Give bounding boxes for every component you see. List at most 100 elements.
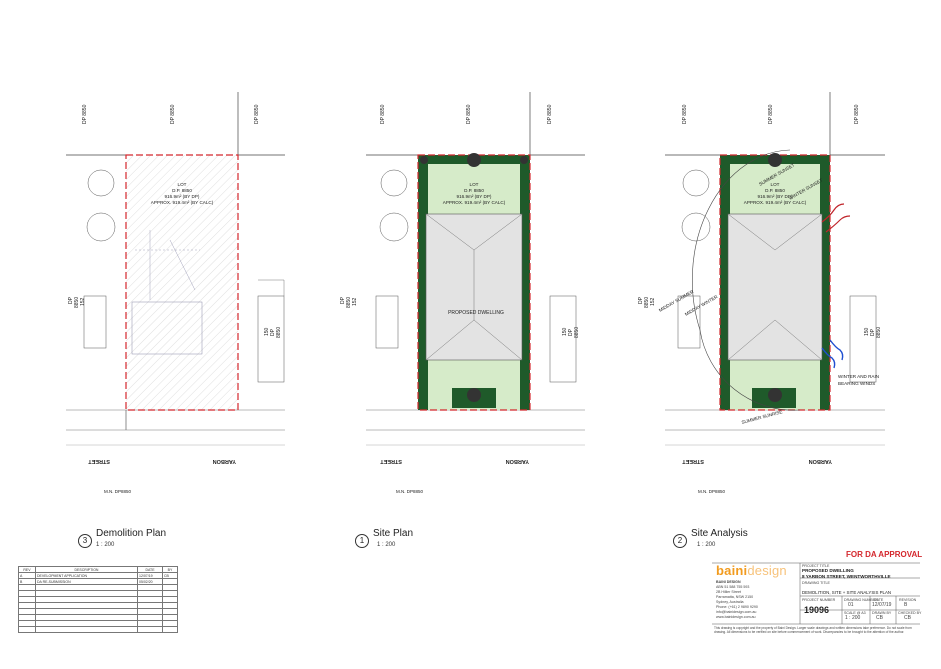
view-scale: 1 : 200 — [377, 542, 396, 548]
project-number: 19096 — [804, 605, 830, 615]
view-number: 1 — [355, 534, 369, 548]
view-title: Site Analysis — [691, 528, 748, 539]
view-number: 2 — [673, 534, 687, 548]
phone: Phone: (+61) 2 9890 9290 — [716, 605, 758, 609]
company-abn: ABN 51 588 755 593 — [716, 585, 750, 589]
lot-area-dp: 916.9m² (BY DP) — [165, 194, 200, 199]
lot-dp: D.P. 8850 — [464, 188, 484, 193]
street-label: STREET — [682, 458, 704, 464]
yarbon-label: YARBON — [213, 458, 236, 464]
checked-by-label: CHECKED BY — [898, 611, 922, 615]
logo-text-a: baini — [716, 563, 748, 578]
date-value: 12/07/19 — [872, 602, 892, 608]
top-dp-label: DP 8850 — [82, 104, 88, 124]
side-dp-label: DP — [340, 296, 346, 304]
top-dp-label: DP 8850 — [854, 104, 860, 124]
project-address: 8 YARBON STREET, WENTWORTHVILLE — [802, 573, 891, 579]
mn-label: M.N. DP8850 — [104, 489, 132, 494]
lot-area-calc: APPROX. 919.4m² (BY CALC) — [744, 200, 807, 205]
company-name: BAINI DESIGN — [716, 580, 741, 584]
side-dp-lot: 150 — [264, 327, 270, 336]
side-dp-label: DP — [270, 328, 276, 336]
checked-by-value: CB — [904, 615, 911, 621]
yarbon-label: YARBON — [809, 458, 832, 464]
site-plan — [366, 92, 585, 446]
street-label: STREET — [380, 458, 402, 464]
lot-area-calc: APPROX. 919.4m² (BY CALC) — [151, 200, 214, 205]
drawing-title: DEMOLITION, SITE + SITE ANALYSIS PLAN — [802, 590, 892, 595]
drawing-number-label: DRAWING NUMBER — [844, 598, 878, 602]
copyright-notice: This drawing is copyright and the proper… — [714, 626, 912, 634]
address-line: Sydney, Australia — [716, 600, 744, 604]
lot-area-dp: 916.9m² (BY DP) — [457, 194, 492, 199]
side-dp-lot: 152 — [650, 297, 656, 306]
lot-title: LOT — [178, 182, 187, 187]
lot-dp: D.P. 8850 — [172, 188, 192, 193]
bearing-winds-label: BEARING WINDS — [838, 381, 875, 386]
view-number: 3 — [78, 534, 92, 548]
email-link[interactable]: info@bainidesign.com.au — [716, 610, 757, 614]
view-title: Site Plan — [373, 528, 414, 539]
side-dp-label: DP — [870, 328, 876, 336]
project-name: PROPOSED DWELLING — [802, 568, 854, 573]
lot-area-calc: APPROX. 919.4m² (BY CALC) — [443, 200, 506, 205]
lot-title: LOT — [470, 182, 479, 187]
top-dp-label: DP 8850 — [547, 104, 553, 124]
mn-label: M.N. DP8850 — [698, 489, 726, 494]
side-dp-label: DP — [638, 296, 644, 304]
top-dp-label: DP 8850 — [466, 104, 472, 124]
logo-text-b: design — [747, 563, 787, 578]
company-logo: bainidesign — [716, 563, 787, 578]
lot-area-dp: 916.9m² (BY DP) — [758, 194, 793, 199]
date-label: DATE — [874, 598, 884, 602]
website-link[interactable]: www.bainidesign.com.au — [716, 615, 756, 619]
side-dp-lot: 152 — [352, 297, 358, 306]
scale-value: 1 : 200 — [845, 615, 861, 621]
project-title-label: PROJECT TITLE — [802, 564, 830, 568]
drawing-number: 01 — [848, 602, 854, 608]
site-analysis-plan — [665, 92, 885, 446]
mn-label: M.N. DP8850 — [396, 489, 424, 494]
table-row — [18, 626, 178, 633]
approval-stamp: FOR DA APPROVAL — [846, 550, 923, 559]
side-dp-num: 8850 — [346, 297, 352, 308]
side-dp-lot: 150 — [864, 327, 870, 336]
view-scale: 1 : 200 — [697, 542, 716, 548]
top-dp-label: DP 8850 — [768, 104, 774, 124]
project-number-label: PROJECT NUMBER — [802, 598, 836, 602]
top-dp-label: DP 8850 — [380, 104, 386, 124]
winter-rain-label: WINTER AND RAIN — [838, 374, 879, 379]
side-dp-num: 8850 — [74, 297, 80, 308]
side-dp-label: DP — [568, 328, 574, 336]
view-scale: 1 : 200 — [96, 542, 115, 548]
side-dp-num: 8850 — [574, 327, 580, 338]
yarbon-label: YARBON — [506, 458, 529, 464]
side-dp-lot: 152 — [80, 297, 86, 306]
side-dp-num: 8850 — [644, 297, 650, 308]
midday-winter-label: MIDDAY WINTER — [684, 294, 719, 317]
project-name-block: PROPOSED DWELLING 8 YARBON STREET, WENTW… — [802, 568, 891, 579]
scale-label: SCALE @ A3 — [844, 611, 866, 615]
side-dp-label: DP — [68, 296, 74, 304]
lot-title: LOT — [771, 182, 780, 187]
street-label: STREET — [88, 458, 110, 464]
view-title: Demolition Plan — [96, 528, 167, 539]
address-line: 2B Hillier Street — [716, 590, 741, 594]
revision-value: B — [904, 602, 908, 608]
drawn-by-value: CB — [876, 615, 883, 621]
top-dp-label: DP 8850 — [682, 104, 688, 124]
drawn-by-label: DRAWN BY — [872, 611, 892, 615]
address-line: Parramatta, NSW 2150 — [716, 595, 754, 599]
summer-sunrise-label: SUMMER SUNRISE — [741, 409, 783, 425]
drawing-title-label: DRAWING TITLE — [802, 581, 830, 585]
side-dp-num: 8850 — [876, 327, 882, 338]
side-dp-lot: 150 — [562, 327, 568, 336]
top-dp-label: DP 8850 — [254, 104, 260, 124]
lot-dp: D.P. 8850 — [765, 188, 785, 193]
revision-table: REV DESCRIPTION DATE BY A DEVELOPMENT AP… — [18, 566, 178, 633]
revision-label: REVISION — [899, 598, 917, 602]
side-dp-num: 8850 — [276, 327, 282, 338]
proposed-dwelling-label: PROPOSED DWELLING — [448, 310, 504, 316]
